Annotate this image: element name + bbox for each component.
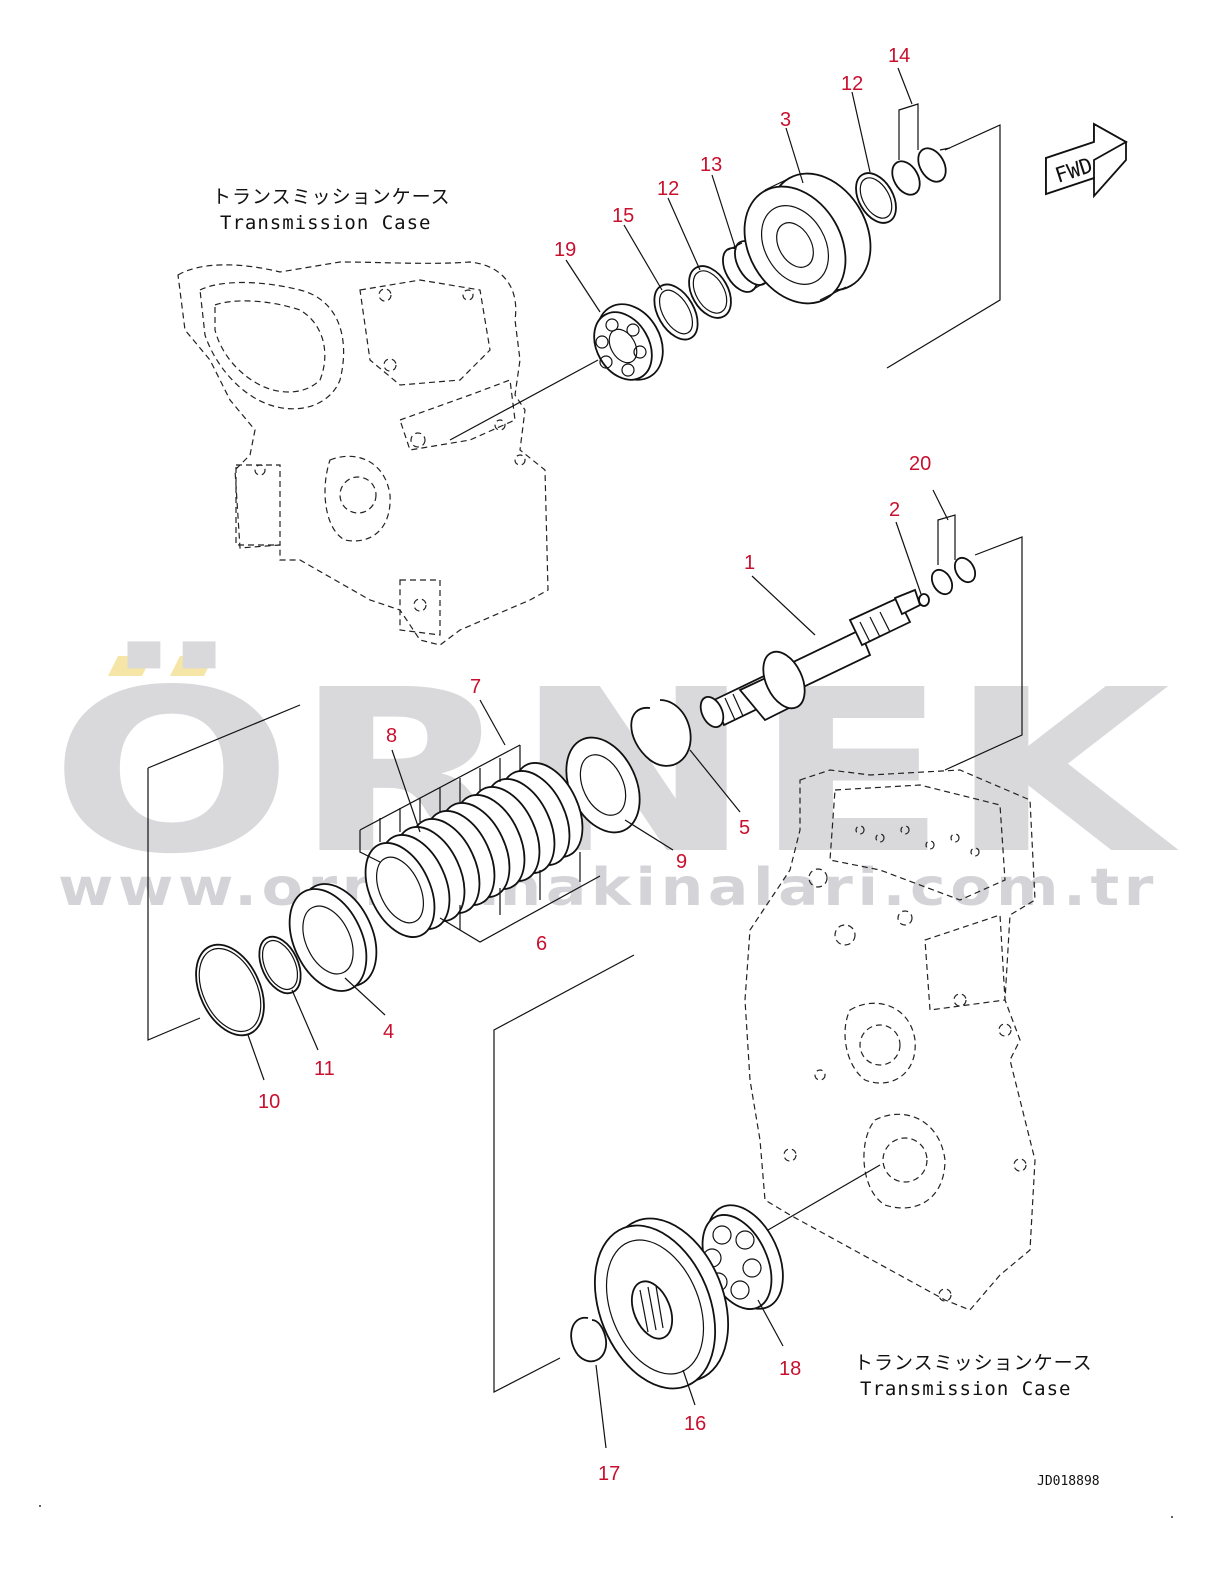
part-16-gear [593,1217,730,1406]
label-9: 9 [676,851,687,873]
part-19-bearing [593,303,664,381]
label-5: 5 [739,817,750,839]
label-10: 10 [258,1091,280,1113]
label-1: 1 [744,552,755,574]
part-10-ring [195,943,265,1081]
label-13: 13 [700,154,722,176]
top-assembly-frame [449,124,1001,441]
label-14: 14 [888,45,910,67]
part-11-ring [258,935,319,1051]
transmission-case-top [177,261,549,646]
label-11: 11 [314,1058,335,1080]
part-5-snap-ring [630,699,741,813]
label-2: 2 [889,499,900,521]
label-17: 17 [598,1463,620,1485]
watermark-url: www.ornekmakinalari.com.tr [58,858,1158,918]
label-20: 20 [909,453,931,475]
part-12-washer-upper [855,172,897,224]
label-15: 15 [612,205,634,227]
clutch-bracket-lines [359,699,601,943]
label-12-lower: 12 [657,178,679,200]
label-4: 4 [383,1021,394,1043]
bottom-case-label-english: Transmission Case [860,1378,1071,1400]
part-1-shaft [699,588,922,729]
bottom-case-label-japanese: トランスミッションケース [854,1352,1093,1374]
part-15-ring [653,283,699,341]
transmission-case-bottom [744,769,1036,1311]
top-case-label-english: Transmission Case [220,212,431,234]
shaft-leader-lines [751,489,949,636]
label-19: 19 [554,239,576,261]
label-3: 3 [780,109,791,131]
part-17-snap-ring [570,1317,607,1449]
top-leader-lines [565,67,913,313]
part-12-washer-lower [688,265,732,319]
label-8: 8 [386,725,397,747]
bottom-assembly-frame [493,954,881,1393]
label-16: 16 [684,1413,706,1435]
corner-dot-left [39,1505,41,1507]
part-4-piston [288,883,386,1016]
watermark-accent-right [170,656,214,676]
label-7: 7 [470,676,481,698]
part-14-snap-rings [891,103,947,196]
shaft-frame [147,536,1023,1041]
part-20-rings [930,514,977,596]
drawing-number: JD018898 [1037,1474,1100,1489]
clutch-disc-stack [364,762,584,938]
part-number-labels: 14 12 3 13 12 15 19 20 2 1 7 8 5 9 6 4 1… [258,45,931,1485]
forward-direction-arrow: FWD [1045,122,1128,199]
label-12-upper: 12 [841,73,863,95]
part-3-gear [743,172,872,305]
top-case-label-japanese: トランスミッションケース [212,186,451,208]
part-2-plug [918,593,930,607]
corner-dot-right [1171,1516,1173,1518]
label-18: 18 [779,1358,801,1380]
watermark-accent-left [108,656,152,676]
label-6: 6 [536,933,547,955]
